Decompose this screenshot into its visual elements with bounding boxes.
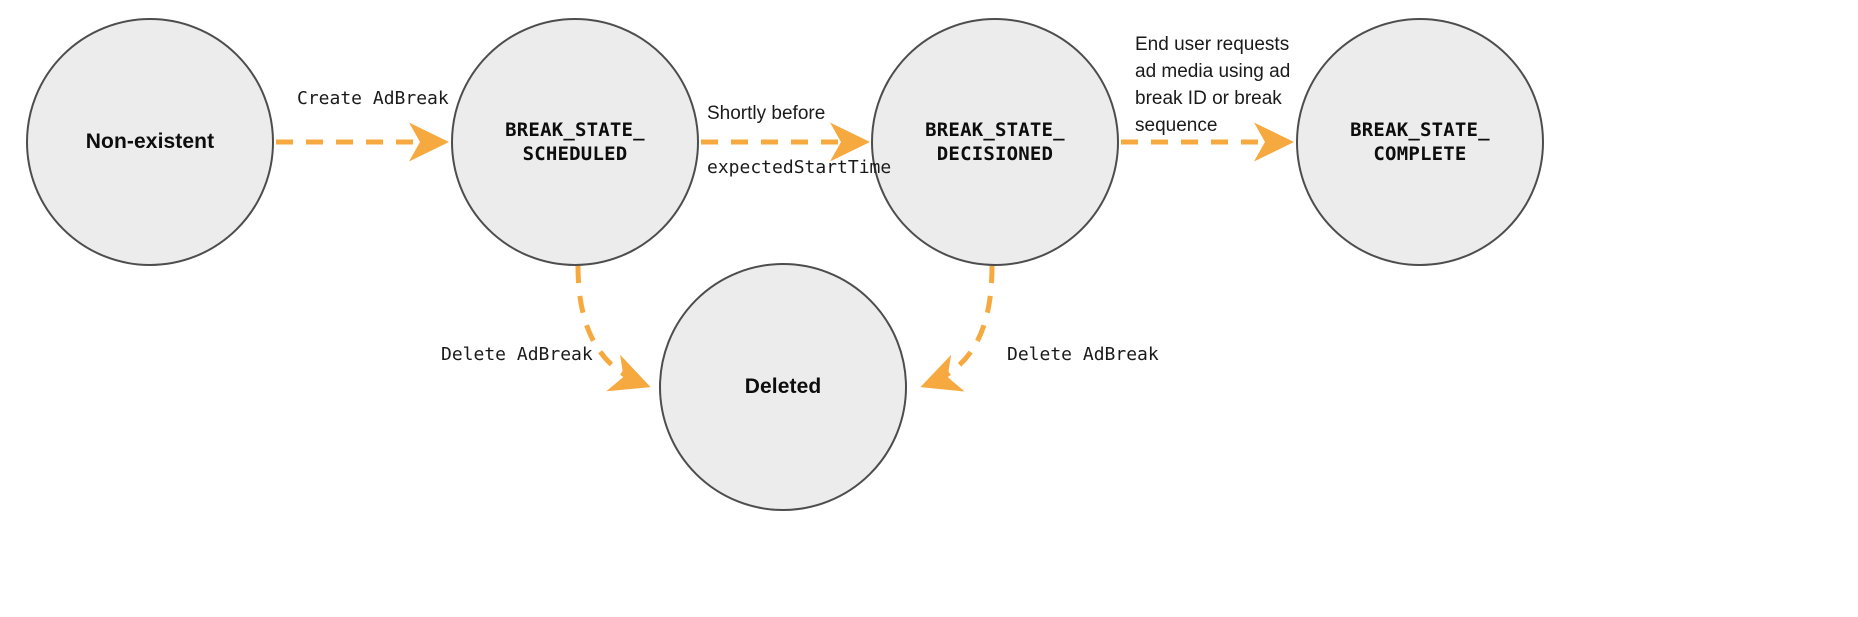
edge-delete-adbreak-from-scheduled xyxy=(575,265,651,392)
state-node-label: BREAK_STATE_ DECISIONED xyxy=(925,118,1065,165)
state-node-deleted[interactable]: Deleted xyxy=(659,263,907,511)
state-node-non-existent[interactable]: Non-existent xyxy=(26,18,274,266)
state-node-label: BREAK_STATE_ SCHEDULED xyxy=(505,118,645,165)
state-node-label: BREAK_STATE_ COMPLETE xyxy=(1350,118,1490,165)
state-node-label: Non-existent xyxy=(85,129,215,153)
state-node-label: Deleted xyxy=(744,374,822,398)
state-node-break-state-complete[interactable]: BREAK_STATE_ COMPLETE xyxy=(1296,18,1544,266)
state-node-break-state-decisioned[interactable]: BREAK_STATE_ DECISIONED xyxy=(871,18,1119,266)
edge-delete-adbreak-from-decisioned xyxy=(920,265,995,392)
state-node-break-state-scheduled[interactable]: BREAK_STATE_ SCHEDULED xyxy=(451,18,699,266)
